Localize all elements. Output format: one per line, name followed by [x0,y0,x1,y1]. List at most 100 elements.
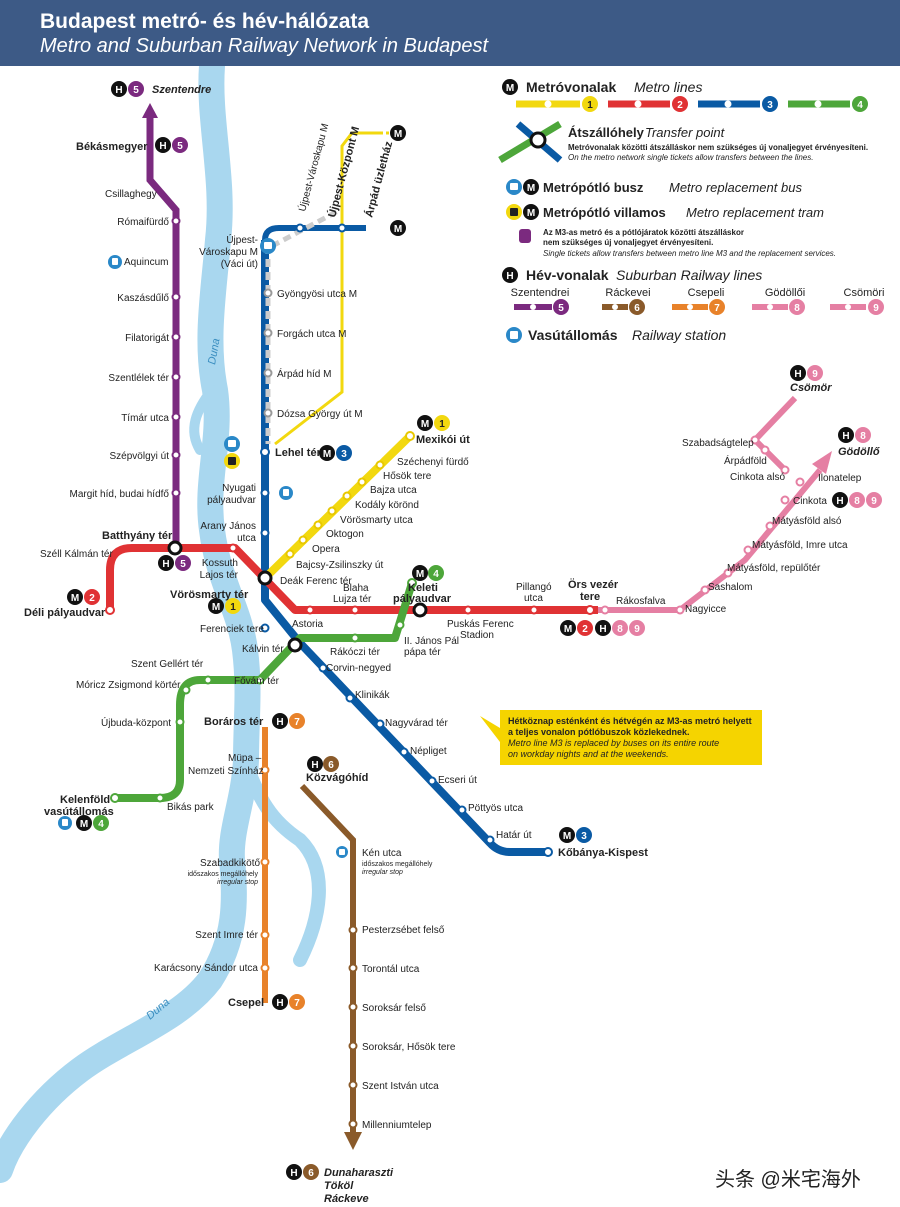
station-label: Nyugati [222,483,256,494]
station-label: Békásmegyer [76,141,148,153]
bus-icon [260,238,276,254]
svg-text:On the metro network single ti: On the metro network single tickets allo… [568,153,813,162]
svg-text:6: 6 [308,1168,314,1179]
bus-icon [224,436,240,452]
station-label: Soroksár felső [362,1003,426,1014]
transfer-ticket-icon [519,229,531,243]
svg-text:9: 9 [634,624,640,635]
hev-line-8 [598,451,832,613]
station-label: Szentendre [152,84,211,96]
svg-text:2: 2 [582,624,588,635]
svg-text:Railway station: Railway station [632,327,726,343]
svg-text:8: 8 [854,496,860,507]
svg-text:Metro replacement bus: Metro replacement bus [669,180,802,195]
svg-text:Gödöllői: Gödöllői [765,287,805,299]
station-label: Margit híd, budai hídfő [69,489,169,500]
station-label: (Váci út) [221,259,258,270]
station-label: Mátyásföld alsó [772,516,842,527]
station-label: utca [524,593,543,604]
svg-text:8: 8 [617,624,623,635]
station-label: Móricz Zsigmond körtér [76,680,181,691]
station-label: pályaudvar [207,495,257,506]
station-label: Bajcsy-Zsilinszky út [296,560,383,571]
svg-text:8: 8 [860,431,866,442]
station-label: Kaszásdűlő [117,293,169,304]
station-label: Lajos tér [200,570,239,581]
svg-text:4: 4 [433,569,439,580]
station-label: Újpest- [226,233,258,246]
station-label: Pesterzsébet felső [362,925,445,936]
station-label: Pöttyös utca [468,803,523,814]
station-label: Cinkota alsó [730,472,785,483]
station-label: Kodály körönd [355,500,419,511]
m3-notice-box: Hétköznap esténként és hétvégén az M3-as… [480,710,762,765]
station-label: Csömör [790,382,832,394]
station-label: Astoria [292,619,324,630]
station-label: Aquincum [124,257,168,268]
station-label: Örs vezér [568,578,619,591]
svg-text:6: 6 [634,303,640,314]
station-label: Dózsa György út M [277,409,363,420]
svg-text:Single tickets allow transfers: Single tickets allow transfers between m… [543,249,836,258]
station-label: II. János Pál [404,636,459,647]
station-label: Arany János [200,521,256,532]
station-label: időszakos megállóhely [362,861,433,868]
station-label: Széchenyi fürdő [397,457,469,468]
svg-text:Szentendrei: Szentendrei [511,287,570,299]
svg-text:1: 1 [230,602,236,613]
svg-text:Metrópótló villamos: Metrópótló villamos [543,205,666,220]
station-label: Kálvin tér [242,644,284,655]
hev-line-5 [142,103,180,552]
transfer-points [167,540,428,653]
svg-text:5: 5 [177,141,183,152]
station-label: Oktogon [326,529,364,540]
station-label: Csillaghegy [105,189,157,200]
station-label: Csepel [228,997,264,1009]
metro-line-4 [115,581,416,802]
station-label: Dunaharaszti [324,1167,394,1179]
svg-text:7: 7 [294,717,300,728]
station-label: Karácsony Sándor utca [154,963,258,974]
station-label: Vörösmarty utca [340,515,413,526]
station-label: Klinikák [355,690,390,701]
station-label: Opera [312,544,340,555]
station-label: Stadion [460,630,494,641]
station-label: pápa tér [404,647,441,658]
metro-line-2 [106,544,598,614]
network-map: M H Duna Duna [0,66,884,1205]
station-label: Árpád üzletház [362,139,395,218]
station-label: Puskás Ferenc [447,619,514,630]
svg-text:9: 9 [873,303,879,314]
station-label: Blaha [343,583,369,594]
legend-metro-en: Metro lines [634,79,702,95]
station-dots [105,216,805,1129]
svg-text:Átszállóhely: Átszállóhely [568,125,645,140]
svg-text:Vasútállomás: Vasútállomás [528,327,618,343]
metro-line-3 [261,207,548,856]
station-label: Ilonatelep [818,473,862,484]
station-label: Szabadkikötő [200,858,260,869]
station-label: Corvin-negyed [326,663,391,674]
station-label: Mátyásföld, Imre utca [752,540,848,551]
svg-text:7: 7 [294,998,300,1009]
line-badges: 5 5 5 2 1 3 1 4 2 8 9 3 4 9 8 8 9 7 7 6 … [67,81,882,1180]
station-label: Bajza utca [370,485,417,496]
station-label: Városkapu M [199,247,258,258]
station-label: Pillangó [516,582,552,593]
svg-text:Transfer point: Transfer point [645,125,726,140]
svg-text:1: 1 [439,419,445,430]
svg-text:Metro line M3 is replaced by b: Metro line M3 is replaced by buses on it… [508,738,719,748]
station-label: Lujza tér [333,594,372,605]
station-label: Népliget [410,746,447,757]
station-label: Soroksár, Hősök tere [362,1042,456,1053]
svg-text:1: 1 [587,100,593,111]
svg-text:5: 5 [180,559,186,570]
svg-text:3: 3 [767,100,773,111]
map-header: Budapest metró- és hév-hálózata Metro an… [0,0,900,66]
legend-metro-title: Metróvonalak [526,79,616,95]
svg-text:2: 2 [89,593,95,604]
station-label: Ráckeve [324,1193,369,1205]
station-label: Keleti [408,582,438,594]
legend: Metróvonalak Metro lines 1 2 3 4 Átszáll… [498,79,884,343]
station-label: Rómaifürdő [117,217,169,228]
